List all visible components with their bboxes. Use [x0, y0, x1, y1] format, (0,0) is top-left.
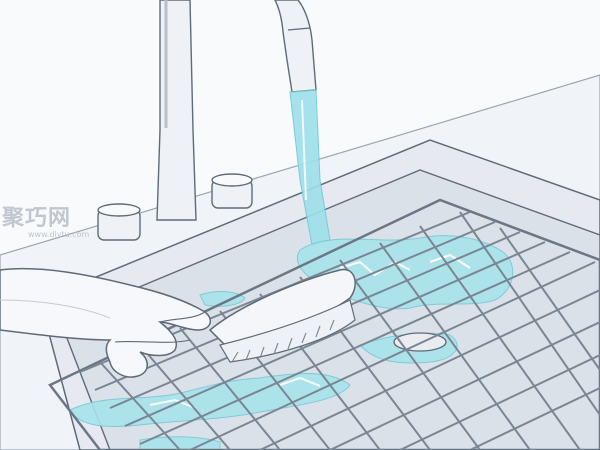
hand — [0, 267, 212, 378]
scrub-brush — [208, 268, 356, 363]
watermark-text: 聚巧网 — [2, 206, 72, 231]
watermark-url: www.diytu.com — [28, 230, 90, 239]
watermark: 聚巧网 www.diytu.com — [2, 208, 89, 240]
faucet-handles — [97, 173, 253, 241]
faucet — [156, 0, 317, 221]
